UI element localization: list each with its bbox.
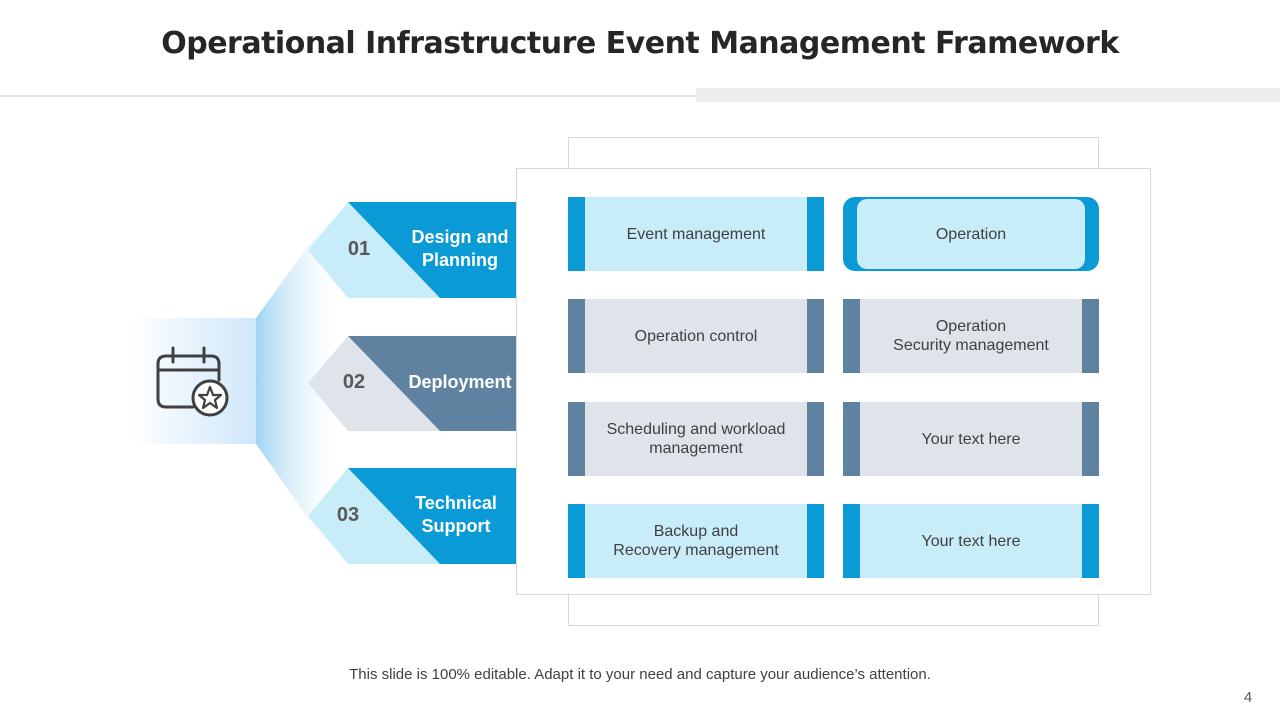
box-label: Operation [935, 225, 1007, 243]
step-2-number: 02 [342, 371, 366, 393]
steps-diagram [130, 202, 516, 564]
page-number: 4 [1243, 689, 1253, 706]
box-backup-recovery: Backup and Recovery management [568, 504, 824, 578]
step-2-label: Deployment [408, 372, 512, 392]
box-operation-security: Operation Security management [843, 299, 1099, 373]
box-event-management: Event management [568, 197, 824, 271]
icon-panel [130, 318, 256, 444]
box-label: Event management [626, 225, 766, 243]
step-2-band [348, 336, 516, 431]
step-1-band [348, 202, 516, 298]
calendar-star-icon [156, 346, 229, 417]
box-operation: Operation [843, 197, 1099, 271]
box-scheduling: Scheduling and workload management [568, 402, 824, 476]
step-1-number: 01 [347, 238, 371, 260]
page-title: Operational Infrastructure Event Managem… [161, 26, 1119, 61]
step-1-label: Design and Planning [411, 227, 509, 270]
box-label: Your text here [921, 430, 1021, 448]
box-label: Backup and Recovery management [613, 523, 779, 559]
step-3-number: 03 [336, 504, 360, 526]
box-label: Scheduling and workload management [606, 421, 786, 457]
title-divider [0, 95, 700, 97]
box-label: Your text here [921, 532, 1021, 550]
box-placeholder-2: Your text here [843, 504, 1099, 578]
connector-beam [256, 205, 338, 560]
step-3-band [348, 468, 516, 564]
box-operation-control: Operation control [568, 299, 824, 373]
box-label: Operation control [634, 327, 758, 345]
footer-note: This slide is 100% editable. Adapt it to… [349, 666, 931, 683]
box-placeholder-1: Your text here [843, 402, 1099, 476]
box-label: Operation Security management [893, 318, 1049, 354]
step-3-label: Technical Support [415, 493, 497, 536]
title-accent-bar [696, 88, 1280, 102]
